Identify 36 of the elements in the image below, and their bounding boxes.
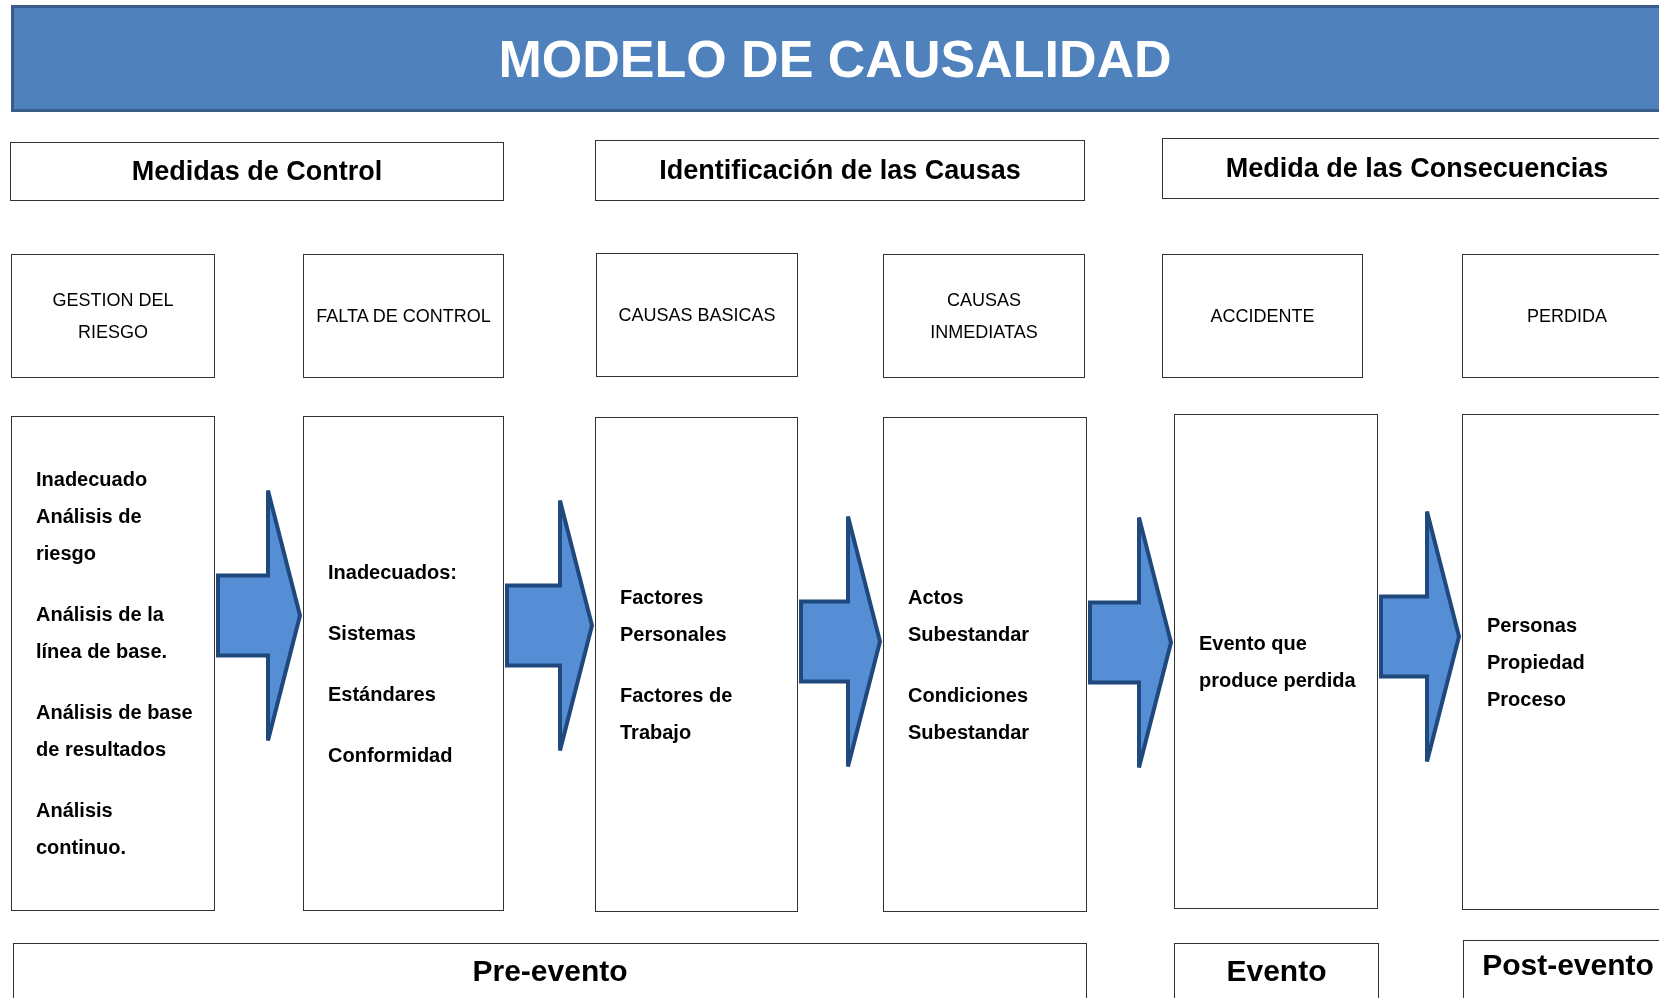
content-box bbox=[11, 416, 215, 911]
text-line: Factores de Trabajo bbox=[620, 682, 734, 745]
column-header: CAUSAS INMEDIATAS bbox=[883, 254, 1085, 378]
block-arrow bbox=[505, 498, 595, 753]
phase-band: Post-evento bbox=[1463, 940, 1659, 998]
text-line: Sistemas bbox=[328, 620, 417, 646]
phase-band: Pre-evento bbox=[13, 943, 1087, 998]
content-box bbox=[595, 417, 798, 912]
column-header: CAUSAS BASICAS bbox=[596, 253, 798, 377]
text-line: Estándares bbox=[328, 681, 437, 707]
section-header: Medidas de Control bbox=[10, 142, 504, 201]
text-line: Conformidad bbox=[328, 742, 454, 768]
text-line: Inadecuados: bbox=[328, 559, 458, 585]
block-arrow bbox=[799, 514, 883, 769]
content-box: Personas Propiedad Proceso bbox=[1462, 414, 1659, 910]
text-line: Condiciones Subestandar bbox=[908, 682, 1031, 745]
text-line: Actos Subestandar bbox=[908, 584, 1031, 647]
column-header: ACCIDENTE bbox=[1162, 254, 1363, 378]
text-line: Análisis de la línea de base. bbox=[36, 602, 169, 664]
content-box bbox=[883, 417, 1087, 912]
block-arrow bbox=[216, 488, 303, 743]
column-header: FALTA DE CONTROL bbox=[303, 254, 504, 378]
column-header: PERDIDA bbox=[1462, 254, 1659, 378]
text-line: Factores Personales bbox=[620, 584, 728, 647]
phase-band: Evento bbox=[1174, 943, 1379, 998]
block-arrow bbox=[1088, 515, 1174, 770]
text-line: Análisis continuo. bbox=[36, 798, 127, 860]
title-banner: MODELO DE CAUSALIDAD bbox=[11, 5, 1659, 112]
text-line: Inadecuado Análisis de riesgo bbox=[36, 467, 149, 566]
column-header: GESTION DEL RIESGO bbox=[11, 254, 215, 378]
text-line: Análisis de base de resultados bbox=[36, 700, 194, 762]
content-box: Evento que produce perdida bbox=[1174, 414, 1378, 909]
section-header: Medida de las Consecuencias bbox=[1162, 138, 1659, 199]
block-arrow bbox=[1379, 509, 1462, 764]
section-header: Identificación de las Causas bbox=[595, 140, 1085, 201]
content-box bbox=[303, 416, 504, 911]
